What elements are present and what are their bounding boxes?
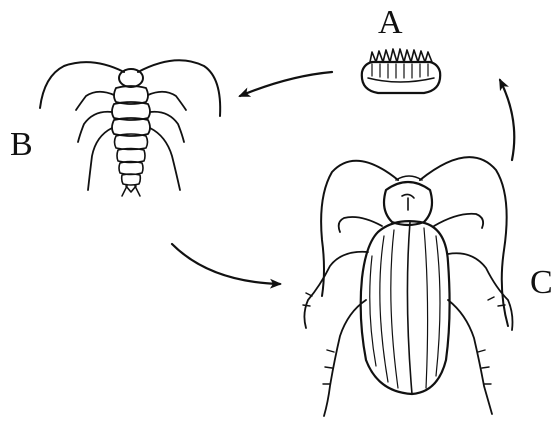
label-b: B bbox=[10, 128, 33, 162]
adult-cockroach-icon bbox=[303, 157, 513, 416]
label-c: C bbox=[530, 266, 552, 300]
arrow-c-to-a bbox=[500, 80, 514, 160]
label-a: A bbox=[378, 6, 403, 40]
nymph-icon bbox=[40, 60, 220, 196]
arrow-b-to-c bbox=[172, 244, 280, 284]
arrow-a-to-b bbox=[240, 72, 332, 96]
egg-case-icon bbox=[362, 49, 440, 93]
